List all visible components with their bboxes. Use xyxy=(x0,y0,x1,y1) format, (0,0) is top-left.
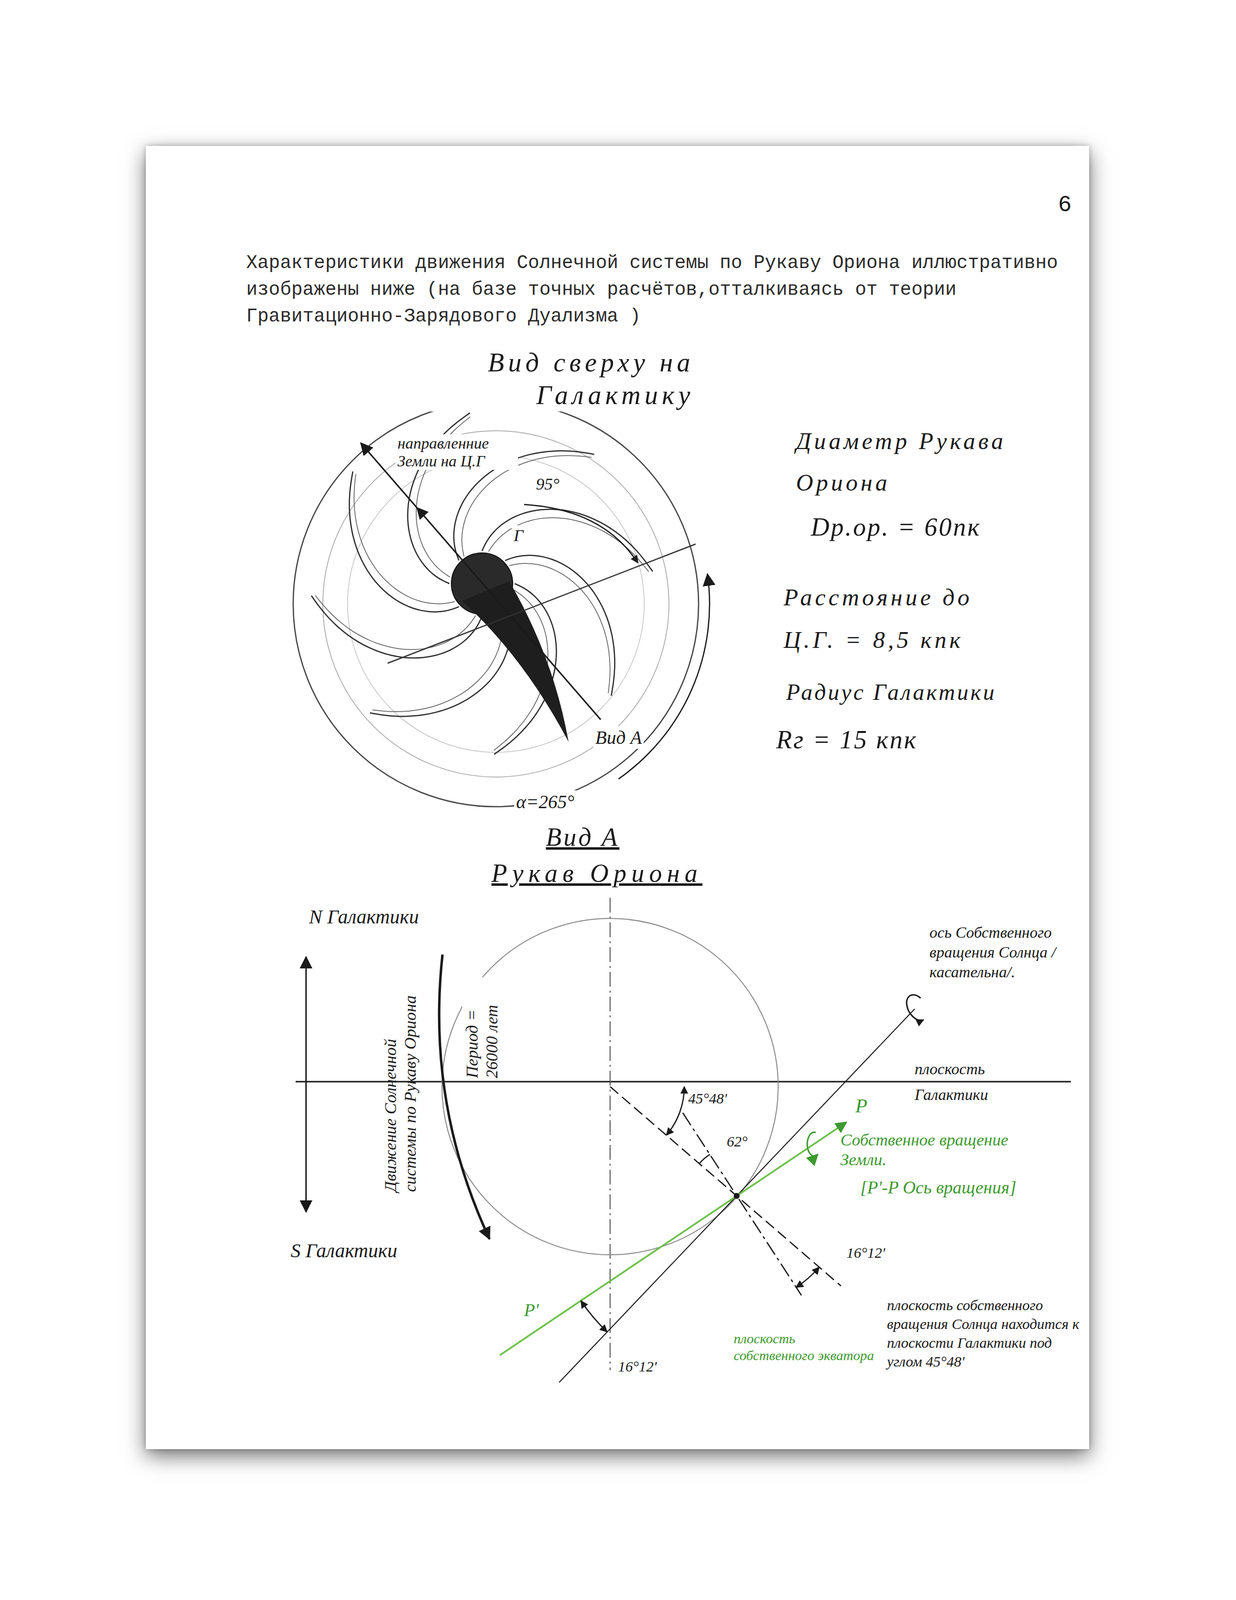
rotation-note: Собственное вращение Земли. xyxy=(840,1129,1049,1170)
orion-arm-tail xyxy=(462,580,569,742)
galaxy-ring xyxy=(322,430,669,777)
angle-label: 16°12' xyxy=(618,1357,657,1375)
solar-rotation-plane xyxy=(610,1086,841,1286)
angle-arc xyxy=(666,1086,685,1135)
axis-end-label: P xyxy=(855,1093,868,1118)
period-label: Период = 26000 лет xyxy=(462,976,502,1080)
equator-plane xyxy=(682,1112,802,1295)
spiral-arm xyxy=(488,517,649,572)
angle-arc xyxy=(580,1300,608,1332)
spiral-arm xyxy=(315,595,476,650)
parameter-text: Диаметр Рукава Ориона xyxy=(795,420,1034,504)
earth-axis xyxy=(499,1121,847,1355)
paper-sheet xyxy=(145,145,1090,1449)
figure-heading: Вид сверху на Галактику xyxy=(395,346,697,412)
spiral-arms xyxy=(311,412,653,754)
center-line xyxy=(609,897,611,1370)
page-number: 6 xyxy=(1058,191,1072,220)
spiral-arm xyxy=(461,455,592,557)
equator-label: плоскость собственного экватора xyxy=(731,1329,880,1364)
axis-end-label: P' xyxy=(524,1299,539,1321)
parameter-text: Радиус Галактики xyxy=(786,678,997,706)
arrow-label: направленние Земли на Ц.Г xyxy=(395,434,519,470)
pole-label: S Галактики xyxy=(290,1238,398,1263)
parameter-value: Rг = 15 кпк xyxy=(776,724,918,755)
angle-label: 62° xyxy=(726,1132,748,1150)
axis-note: ось Собственного вращения Солнца /касате… xyxy=(929,922,1083,982)
rotation-symbol xyxy=(807,1131,818,1156)
galaxy-outline xyxy=(293,400,699,807)
angle-label: 16°12' xyxy=(846,1243,885,1262)
pole-label: N Галактики xyxy=(309,904,419,929)
motion-label: Движение Солнечной системы по Рукаву Ори… xyxy=(380,983,421,1192)
galaxy-inner-ring xyxy=(347,455,645,752)
body-text: Характеристики движения Солнечной систем… xyxy=(246,249,1087,330)
direction-line xyxy=(360,442,601,720)
north-south-arrow xyxy=(305,956,308,1212)
section-line xyxy=(387,543,696,663)
angle-arc xyxy=(524,504,638,563)
spiral-arm xyxy=(482,509,653,572)
angle-label: 95° xyxy=(533,473,562,494)
sun-point xyxy=(733,1192,740,1199)
parameter-text: Расстояние до Ц.Г. = 8,5 кпк xyxy=(783,575,1007,662)
angle-arc xyxy=(699,1153,710,1164)
plane-label: плоскость Галактики xyxy=(914,1055,1029,1107)
rotation-note: [P'-P Ось вращения] xyxy=(860,1176,1017,1198)
rotation-symbol xyxy=(906,994,924,1020)
spiral-arm xyxy=(311,595,483,658)
plane-note: плоскость собственного вращения Солнца н… xyxy=(884,1295,1085,1371)
angle-label: 45°48' xyxy=(688,1089,727,1107)
view-label: Вид А xyxy=(593,725,644,749)
angle-arc xyxy=(795,1266,820,1287)
figure-heading: Вид А xyxy=(545,821,620,853)
direction-mark xyxy=(416,506,429,520)
parameter-value: Dр.ор. = 60пк xyxy=(810,511,981,543)
figure-heading: Рукав Ориона xyxy=(489,857,705,889)
angle-label: α=265° xyxy=(514,790,577,813)
center-mark: Г xyxy=(511,525,526,546)
